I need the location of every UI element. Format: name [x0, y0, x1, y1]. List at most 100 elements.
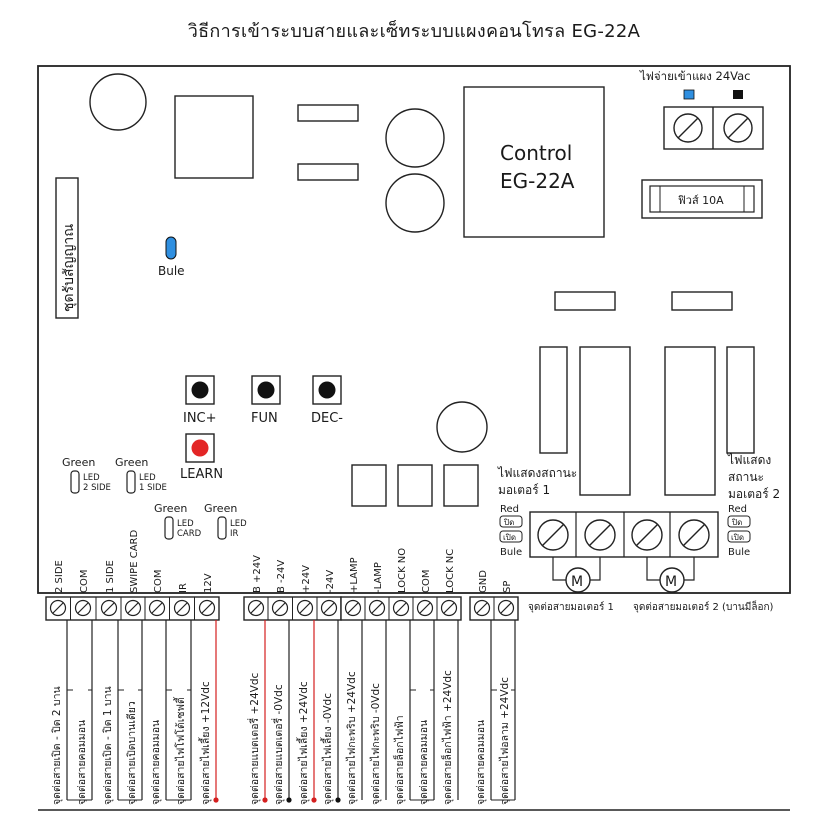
wire-label: จุดต่อสายคอมมอน: [150, 720, 162, 805]
terminal-label: 1 SIDE: [105, 560, 116, 593]
motor1-connect-label: จุดต่อสายมอเตอร์ 1: [528, 601, 614, 613]
screw-icon: [247, 599, 265, 617]
control-chip-label: Control: [500, 141, 572, 165]
relay-large: [579, 346, 631, 496]
fuse-label: ฟิวส์ 10A: [678, 194, 725, 207]
small-component: [443, 464, 479, 507]
fun-button[interactable]: [251, 375, 281, 405]
led-color-label: Green: [115, 456, 148, 469]
relay-narrow: [539, 346, 568, 454]
wire-label: จุดต่อสายเปิด - ปิด 2 บาน: [51, 686, 63, 805]
fun-button-label: FUN: [251, 411, 278, 426]
learn-button[interactable]: [185, 433, 215, 463]
led-2side: [70, 470, 80, 494]
terminal-label: COM: [421, 570, 432, 593]
power-input-label: ไฟจ่ายเข้าแผง 24Vac: [639, 69, 751, 83]
terminal-label: SP: [502, 581, 513, 593]
wire-end-dot: [286, 797, 292, 803]
status-open-box: [499, 530, 523, 543]
wire-label: จุดต่อสายไฟเลี้ยง -0Vdc: [320, 693, 334, 805]
status-bule-label: Bule: [728, 547, 750, 558]
status-red-label: Red: [728, 504, 747, 515]
terminal-label: -LAMP: [373, 562, 384, 593]
led-card-label: CARD: [177, 529, 202, 539]
wire-end-dot: [262, 797, 268, 803]
learn-button-label: LEARN: [180, 467, 223, 482]
motor2-connect-label: จุดต่อสายมอเตอร์ 2 (บานมีล็อก): [633, 599, 774, 613]
screw-icon: [49, 599, 67, 617]
wire-label: จุดต่อสายเปิดบานเดียว: [125, 701, 138, 805]
status-bule-label: Bule: [500, 547, 522, 558]
status-open-label: เปิด: [731, 533, 744, 542]
capacitor-circle: [385, 173, 445, 233]
capacitor-circle: [436, 401, 488, 453]
screw-icon: [271, 599, 289, 617]
motor-icon: [565, 567, 591, 593]
status-open-box: [727, 530, 751, 543]
wire-label: จุดต่อสายคอมมอน: [475, 720, 487, 805]
led-1side-label: LED: [139, 473, 156, 483]
screw-icon: [416, 599, 434, 617]
inc-button-label: INC+: [183, 411, 217, 426]
screw-icon: [148, 599, 166, 617]
wire-end-dot: [311, 797, 317, 803]
wire-label: จุดต่อสายไฟกะพริบ -0Vdc: [369, 683, 382, 805]
screw-icon: [473, 599, 491, 617]
wire-end-dot: [335, 797, 341, 803]
led-card: [164, 516, 174, 540]
led-2side-label: LED: [83, 473, 100, 483]
receiver-module: [55, 177, 79, 319]
led-2side-label: 2 SIDE: [83, 483, 111, 493]
motor2-status-label: มอเตอร์ 2: [728, 487, 780, 501]
small-component: [554, 291, 616, 311]
wire-end-dot: [213, 797, 219, 803]
screw-icon: [74, 599, 92, 617]
screw-icon: [198, 599, 216, 617]
motor1-symbol: M: [571, 574, 583, 590]
motor2-status-label: สถานะ: [728, 470, 764, 484]
wire-label: จุดต่อสายไฟโฟโต้เซฟตี้: [173, 696, 187, 805]
status-close-box: [499, 515, 523, 528]
terminal-label: COM: [79, 570, 90, 593]
motor1-wiring: [552, 557, 601, 581]
terminal-label: B -24V: [276, 560, 287, 593]
wire-label: จุดต่อสายคอมมอน: [418, 720, 430, 805]
screw-icon: [723, 113, 753, 143]
led-ir-label: LED: [230, 519, 247, 529]
status-close-label: ปิด: [731, 518, 742, 527]
terminal-label: LOCK NC: [445, 549, 456, 593]
terminal-label: IR: [178, 583, 189, 593]
screw-icon: [296, 599, 314, 617]
dec-button-label: DEC-: [311, 411, 343, 426]
screw-icon: [537, 519, 569, 551]
small-component: [397, 464, 433, 507]
dec-button[interactable]: [312, 375, 342, 405]
status-open-label: เปิด: [503, 533, 516, 542]
motor2-status-label: ไฟแสดง: [727, 453, 771, 467]
screw-icon: [124, 599, 142, 617]
small-component: [297, 104, 359, 122]
small-component: [351, 464, 387, 507]
screw-icon: [440, 599, 458, 617]
terminal-label: B +24V: [252, 555, 263, 593]
motor2-wiring: [646, 557, 695, 581]
terminal-label: LOCK NO: [397, 548, 408, 593]
wire-label: จุดต่อสายล็อกไฟฟ้า: [392, 715, 406, 805]
terminal-label: +LAMP: [349, 557, 360, 593]
status-red-label: Red: [500, 504, 519, 515]
wire-label: จุดต่อสายไฟอลาม +24Vdc: [498, 677, 511, 805]
wire-label: จุดต่อสายไฟกะพริบ +24Vdc: [345, 671, 358, 805]
wire-label: จุดต่อสายคอมมอน: [76, 720, 88, 805]
terminal-label: SWIPE CARD: [129, 530, 140, 593]
relay-large: [664, 346, 716, 496]
terminal-label: +24V: [301, 565, 312, 593]
wire-label: จุดต่อสายไฟเลี้ยง +12Vdc: [198, 681, 212, 805]
led-ir: [217, 516, 227, 540]
power-indicator-black: [733, 90, 743, 99]
inc-button[interactable]: [185, 375, 215, 405]
wire-label: จุดต่อสายล็อกไฟฟ้า +24Vdc: [440, 670, 454, 805]
terminal-label: 12V: [203, 573, 214, 593]
receiver-label: ชุดรับสัญญาณ: [61, 224, 77, 312]
screw-icon: [344, 599, 362, 617]
